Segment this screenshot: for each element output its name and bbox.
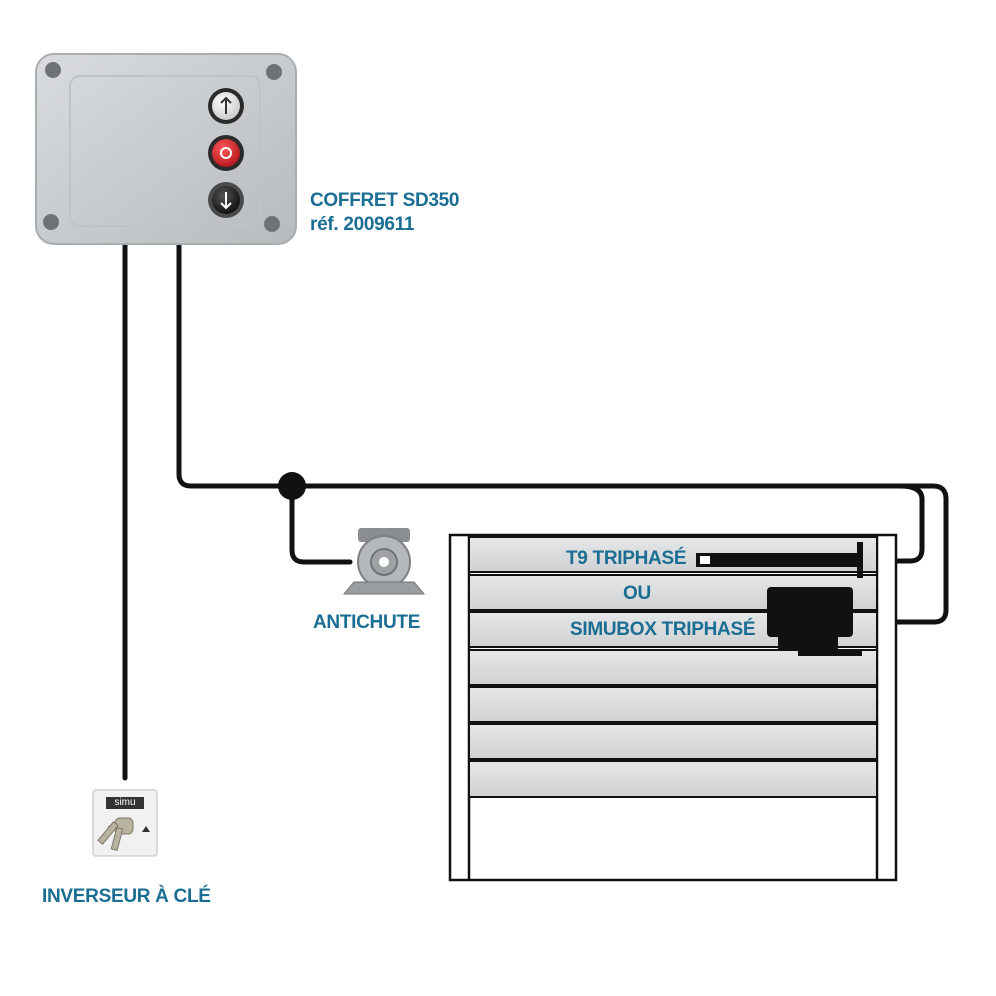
t9-motor [696,542,863,578]
wire-antichute [289,483,353,565]
stop-icon [220,147,232,159]
wire-junction-dot [278,472,306,500]
screw-icon [266,64,282,80]
motor-label: T9 TRIPHASÉ [566,548,687,569]
arrow-up-icon [220,96,232,114]
screw-icon [43,214,59,230]
wires [122,242,949,781]
screw-icon [264,216,280,232]
roller-shutter [448,533,898,882]
key-icon [97,817,134,852]
arrow-down-icon [220,192,232,210]
control-box-title: COFFRET SD350 [310,190,460,211]
control-box [35,53,297,245]
shutter-slats [468,536,878,798]
key-switch-device [92,789,158,857]
screw-icon [45,62,61,78]
antichute-label: ANTICHUTE [313,612,421,633]
wire-main-trunk [176,242,949,625]
wire-motor [861,483,925,564]
or-label: OU [623,583,651,604]
antichute-device [342,528,426,595]
arrow-up-icon [142,826,150,832]
simubox-label: SIMUBOX TRIPHASÉ [570,619,756,640]
simubox-motor [767,587,862,656]
key-switch-label: INVERSEUR À CLÉ [42,886,211,907]
control-box-reference: réf. 2009611 [310,214,415,235]
key-switch-brand: simu [114,797,136,808]
stop-button [212,139,240,167]
